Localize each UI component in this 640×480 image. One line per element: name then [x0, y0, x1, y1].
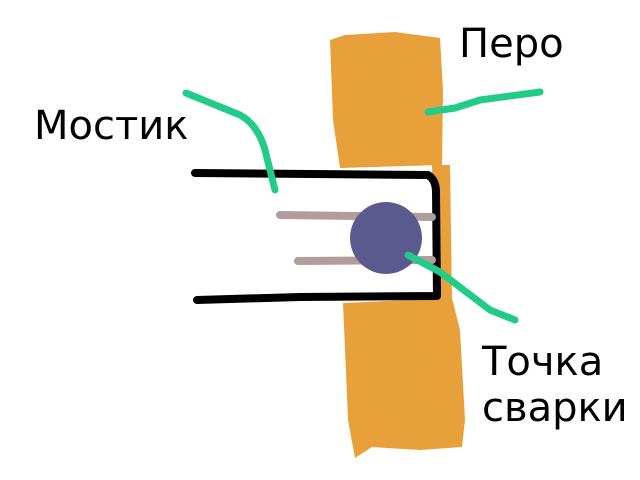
- pointer-lines: [182, 88, 544, 324]
- label-weld-line1: Точка: [482, 339, 604, 385]
- pen-shape: [330, 32, 465, 458]
- label-pen: Перо: [459, 21, 564, 67]
- bridge-bracket: [191, 169, 441, 304]
- label-weld-line2: сварки: [482, 385, 628, 431]
- weld-point: [350, 202, 422, 274]
- label-bridge: Мостик: [34, 103, 189, 149]
